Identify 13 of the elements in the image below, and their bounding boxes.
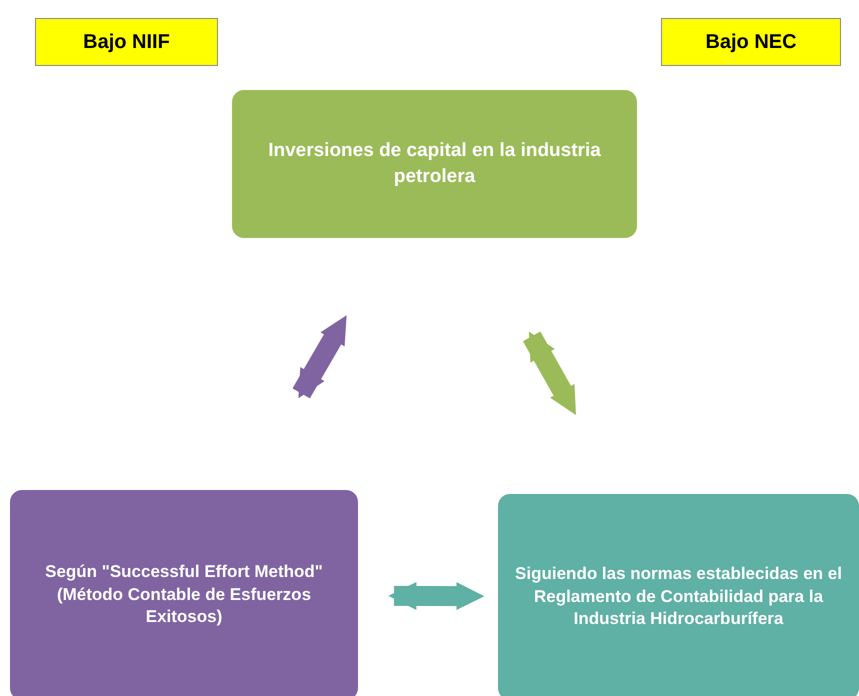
heading-tag: [661, 18, 841, 66]
double-arrow: [292, 315, 347, 398]
rounded-box: [498, 494, 859, 696]
box-text: Inversiones de capital en la industria petrolera: [267, 139, 602, 189]
double-arrow: [388, 582, 484, 610]
rounded-box: [10, 490, 358, 696]
box-text: Siguiendo las normas establecidas en el Reglamento de Contabilidad para la Industria Hidrocarburífera: [514, 562, 843, 630]
rounded-box: [232, 90, 637, 238]
heading-tag: [35, 18, 218, 66]
box-text: Según "Successful Effort Method" (Método Contable de Esfuerzos Exitosos): [44, 560, 324, 628]
heading-text: Bajo NEC: [705, 30, 797, 54]
double-arrow: [522, 331, 576, 416]
heading-text: Bajo NIIF: [83, 30, 170, 54]
